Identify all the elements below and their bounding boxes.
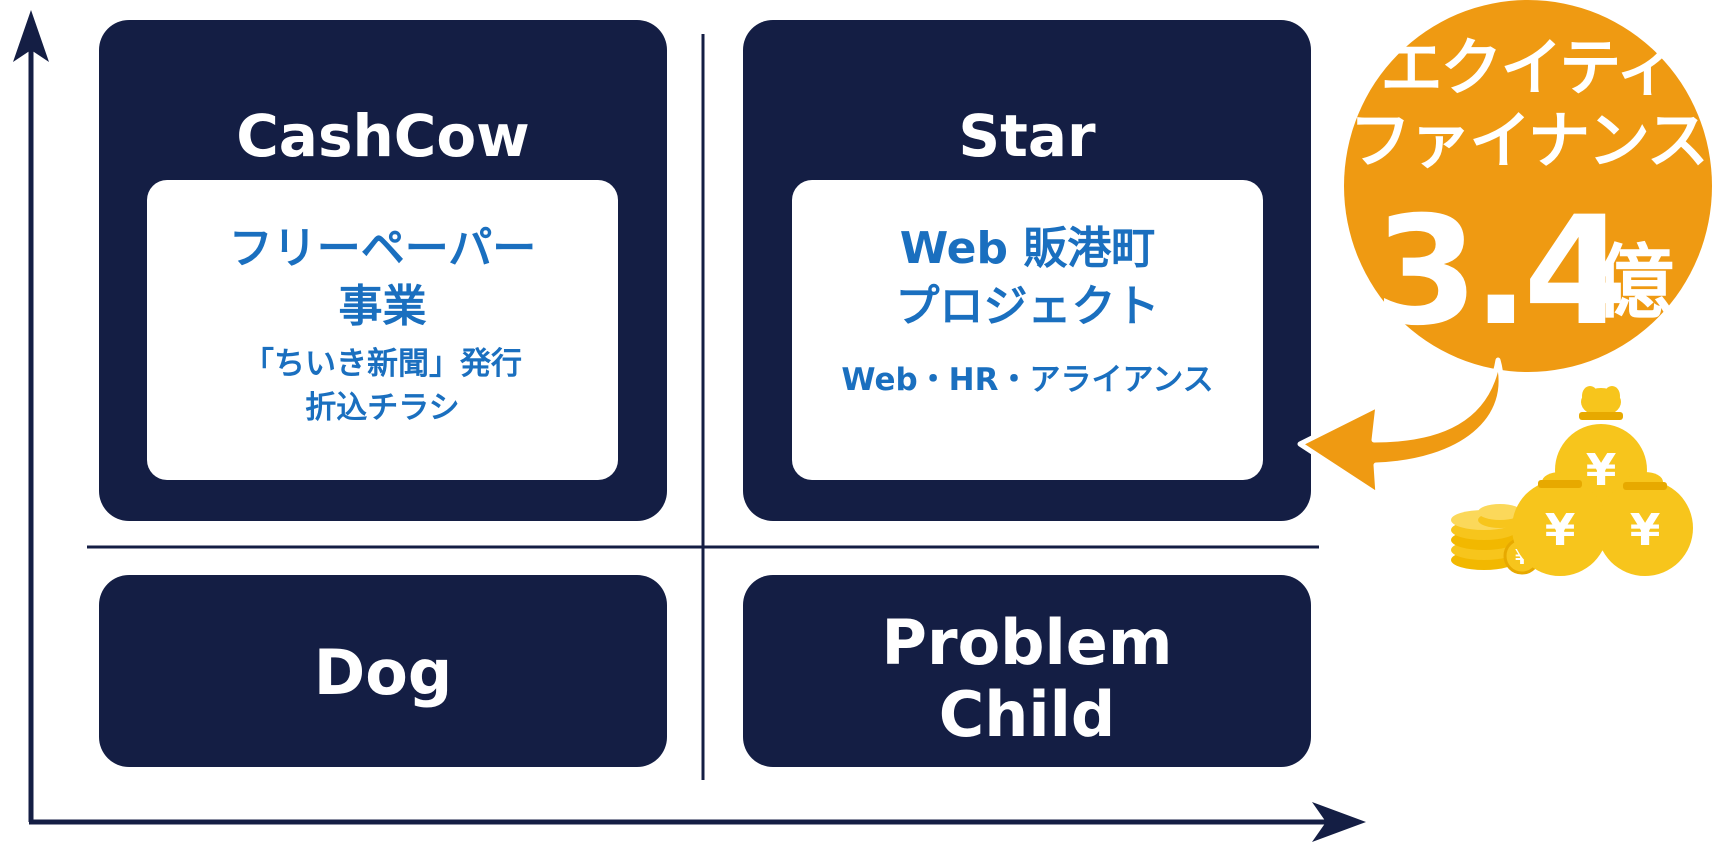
quadrant-dog: Dog [99,575,667,767]
svg-text:¥: ¥ [1630,505,1661,556]
business-headline: プロジェクト [895,281,1160,332]
business-detail: 折込チラシ [305,390,460,426]
business-headline: フリーペーパー [228,223,537,274]
money-bag-icon: ¥ [1597,472,1693,576]
y-axis [13,10,49,822]
quadrant-title: Star [958,102,1096,170]
quadrant-title: Problem [881,606,1173,679]
y-axis-arrowhead [13,10,49,62]
quadrant-title: Dog [313,636,453,709]
x-axis [29,802,1366,842]
quadrant-title: Child [938,678,1116,751]
quadrant-cashcow: CashCow フリーペーパー 事業 「ちいき新聞」発行 折込チラシ [99,20,667,521]
quadrant-title: CashCow [236,102,530,170]
svg-text:¥: ¥ [1545,505,1576,556]
business-headline: 事業 [338,281,427,332]
equity-finance-badge: エクイティ ファイナンス 3.4 億 [1344,0,1712,372]
badge-line1: エクイティ [1380,31,1677,104]
svg-text:¥: ¥ [1586,445,1617,496]
business-detail: Web・HR・アライアンス [841,362,1214,398]
business-headline: Web 販港町 [899,223,1156,274]
business-detail: 「ちいき新聞」発行 [243,346,522,382]
badge-line2: ファイナンス [1349,104,1709,177]
badge-unit: 億 [1594,236,1674,329]
money-bag-icon: ¥ [1512,472,1608,576]
quadrant-problem-child: Problem Child [743,575,1311,767]
business-box: フリーペーパー 事業 「ちいき新聞」発行 折込チラシ [147,180,618,480]
quadrant-star: Star Web 販港町 プロジェクト Web・HR・アライアンス [743,20,1311,521]
x-axis-arrowhead [1312,802,1366,842]
badge-amount: 3.4 [1374,185,1628,359]
business-box: Web 販港町 プロジェクト Web・HR・アライアンス [792,180,1263,480]
